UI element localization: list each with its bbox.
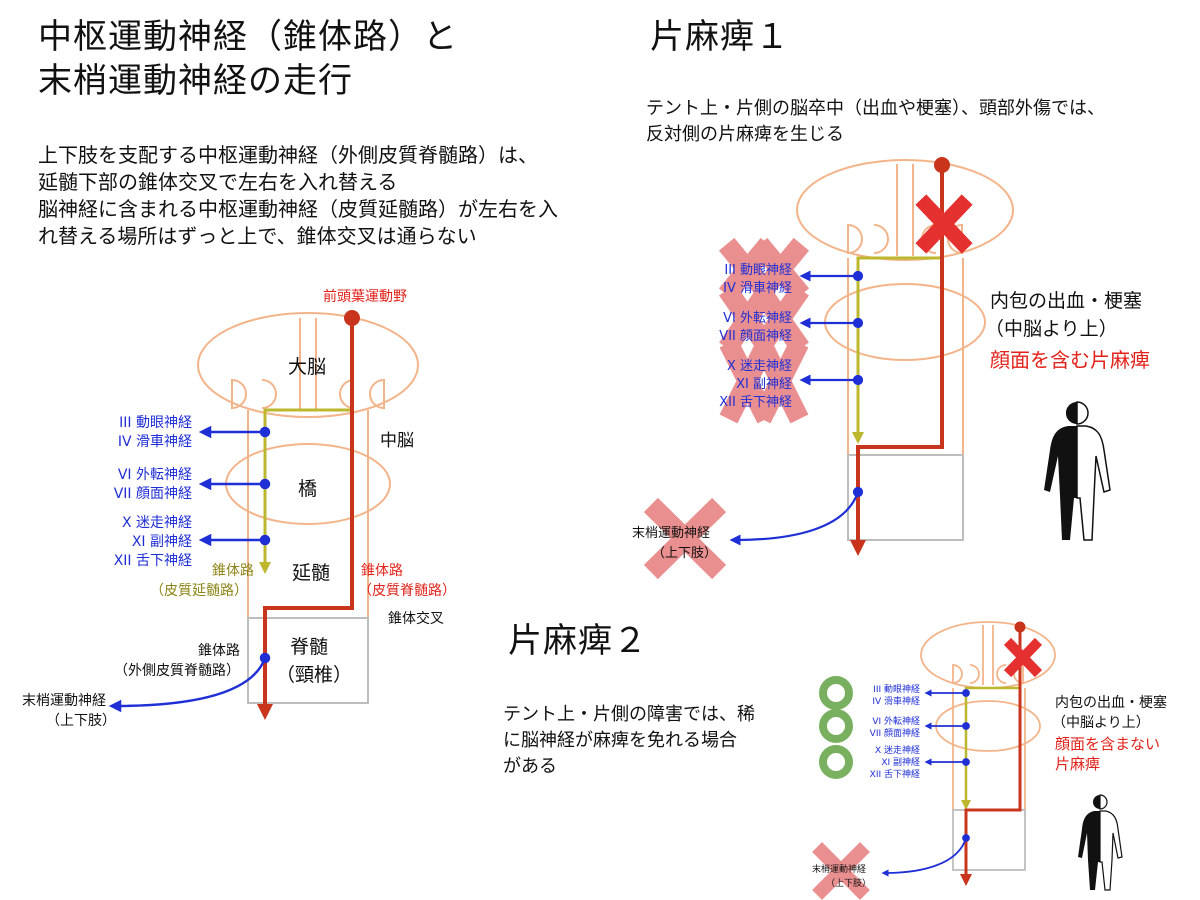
hemi1-lesion-label-2: （中脳より上） (985, 318, 1118, 340)
main-title-line1: 中枢運動神経（錐体路）と (38, 17, 458, 57)
left-desc-line3: 脳神経に含まれる中枢運動神経（皮質延髄路）が左右を入 (38, 197, 558, 221)
lateral-tract-label-2: （外側皮質脊髄路） (114, 663, 240, 679)
hemi1-peripheral-label-1: 末梢運動神経 (632, 526, 711, 541)
hemi1-nerve-VII: VII 顔面神経 (719, 329, 792, 344)
decussation-label: 錐体交叉 (388, 611, 444, 627)
hemi1-result-label: 顔面を含む片麻痺 (990, 348, 1150, 372)
main-title-line2: 末梢運動神経の走行 (38, 61, 353, 101)
hemi1-nerve-XII: XII 舌下神経 (719, 395, 792, 410)
hemi1-nerve-VI: VI 外転神経 (723, 311, 792, 326)
midbrain-label: 中脳 (380, 431, 414, 451)
left-nerve-VI: VI 外転神経 (117, 467, 192, 483)
hemi1-peripheral-label-2: （上下肢） (652, 546, 718, 561)
hemi1-nerve-III: III 動眼神経 (724, 263, 792, 278)
medulla-label: 延髄 (292, 562, 331, 584)
hemi1-lesion-label-1: 内包の出血・梗塞 (990, 290, 1143, 312)
hemi2-result-label-1: 顔面を含まない (1055, 735, 1161, 753)
left-brainstem-outline (197, 312, 419, 704)
hemi2-desc-line1: テント上・片側の障害では、稀 (503, 704, 755, 725)
hemi1-cranial-nerve-arrows (729, 270, 864, 546)
hemi1-corticospinal-tract (850, 157, 950, 556)
hemi1-paralysis-crosses (643, 237, 810, 580)
corticobulbar-label-1: 錐体路 (212, 563, 254, 579)
hemi2-human-figure (1078, 794, 1123, 891)
left-corticobulbar-tract (259, 408, 352, 574)
hemi2-cranial-nerve-arrows (881, 689, 970, 877)
corticobulbar-label-2: （皮質延髄路） (150, 583, 248, 599)
lateral-tract-label-1: 錐体路 (198, 643, 240, 659)
cerebrum-label: 大脳 (288, 356, 327, 378)
left-nerve-XII: XII 舌下神経 (113, 553, 192, 569)
hemi1-desc-line1: テント上・片側の脳卒中（出血や梗塞）、頭部外傷では、 (646, 98, 1105, 119)
left-nerve-X: X 迷走神経 (121, 515, 192, 531)
hemi2-lesion-cross (1003, 637, 1043, 678)
spinal-cord-label: 脊髄 (290, 636, 329, 658)
hemi2-nerve-X: X 迷走神経 (874, 746, 920, 756)
hemi1-brainstem-outline (796, 159, 1014, 541)
hemi2-paralysis-cross (812, 842, 870, 900)
hemi2-peripheral-label-2: （上下肢） (826, 879, 872, 889)
hemi2-nerve-XII: XII 舌下神経 (869, 770, 920, 780)
hemi1-nerve-IV: IV 滑車神経 (723, 281, 792, 296)
corticospinal-label-1: 錐体路 (361, 563, 403, 579)
hemi1-title: 片麻痺１ (650, 17, 790, 57)
left-desc-line4: れ替える場所はずっと上で、錐体交叉は通らない (38, 224, 477, 248)
left-nerve-IV: IV 滑車神経 (117, 434, 192, 450)
motor-cortex-label: 前頭葉運動野 (323, 289, 407, 305)
pons-label: 橋 (298, 478, 318, 500)
hemi2-nerve-VII: VII 顔面神経 (869, 729, 920, 739)
left-diagram (108, 310, 419, 720)
hemi2-nerve-III: III 動眼神経 (873, 685, 920, 695)
hemi1-nerve-X: X 迷走神経 (726, 359, 792, 374)
hemi2-corticobulbar-tract (961, 686, 1020, 810)
left-nerve-III: III 動眼神経 (119, 415, 192, 431)
hemi2-result-label-2: 片麻痺 (1055, 755, 1101, 773)
hemi2-brainstem-outline (920, 621, 1056, 871)
hemi2-nerve-VI: VI 外転神経 (872, 717, 920, 727)
hemi2-desc-line3: がある (503, 756, 557, 777)
left-nerve-XI: XI 副神経 (131, 534, 192, 550)
left-peripheral-label-1: 末梢運動神経 (22, 693, 106, 709)
cervical-label: （頸椎） (276, 664, 353, 686)
hemi2-spared-circles (819, 676, 853, 779)
hemi2-nerve-XI: XI 副神経 (881, 758, 920, 768)
hemi2-lesion-label-2: （中脳より上） (1052, 715, 1150, 731)
hemi1-desc-line2: 反対側の片麻痺を生じる (646, 124, 844, 145)
left-desc-line2: 延髄下部の錐体交叉で左右を入れ替える (38, 170, 398, 194)
left-cranial-nerve-arrows (108, 425, 271, 713)
hemi1-nerve-XI: XI 副神経 (736, 377, 792, 392)
hemi1-diagram (643, 157, 1111, 580)
hemi1-lesion-cross (915, 194, 973, 254)
hemi1-human-figure (1044, 401, 1111, 541)
hemi2-nerve-IV: IV 滑車神経 (872, 697, 920, 707)
hemi2-lesion-label-1: 内包の出血・梗塞 (1055, 695, 1167, 711)
hemi2-peripheral-label-1: 末梢運動神経 (812, 865, 867, 875)
left-peripheral-label-2: （上下肢） (46, 713, 116, 729)
hemi2-title: 片麻痺２ (508, 621, 648, 661)
hemi2-corticospinal-tract (960, 621, 1026, 886)
hemi2-diagram (812, 621, 1123, 900)
corticospinal-label-2: （皮質脊髄路） (358, 583, 456, 599)
left-nerve-VII: VII 顔面神経 (113, 486, 192, 502)
hemi2-desc-line2: に脳神経が麻痺を免れる場合 (503, 730, 737, 751)
left-desc-line1: 上下肢を支配する中枢運動神経（外側皮質脊髄路）は、 (38, 143, 538, 167)
